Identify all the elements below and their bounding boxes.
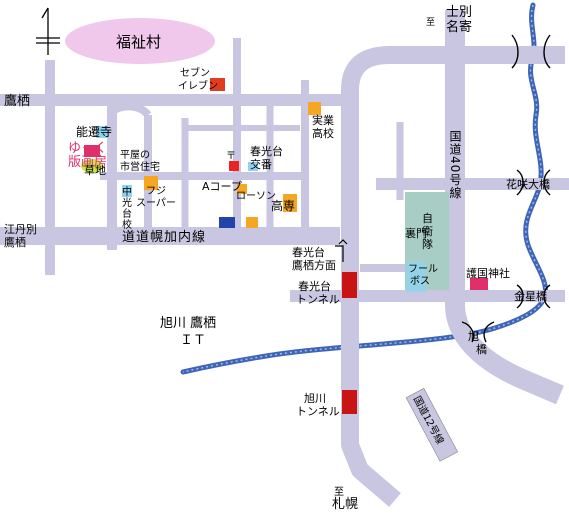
label-asahikawa-tunnel-1: 旭川 bbox=[304, 391, 326, 405]
fuji-marker bbox=[144, 176, 158, 190]
label-sapporo: 札幌 bbox=[332, 496, 358, 512]
label-seven-eleven-1: セブン bbox=[180, 66, 210, 79]
label-chuko-3: 台 bbox=[122, 207, 132, 220]
label-uramon: 裏門 bbox=[405, 226, 427, 240]
label-asahikawa-tunnel-2: トンネル bbox=[296, 405, 340, 418]
label-doudou-horo: 道道幌加内線 bbox=[122, 229, 206, 245]
label-pool-1: フール bbox=[408, 264, 438, 275]
label-gokoku: 護国神社 bbox=[466, 266, 510, 280]
label-asahikawa-takasu-2: ＩＴ bbox=[180, 333, 206, 348]
chuko-marker bbox=[122, 185, 132, 197]
lawson-marker-blue bbox=[219, 217, 235, 228]
label-chuko-1: 中 bbox=[122, 185, 132, 198]
label-lawson: ローソン bbox=[236, 191, 276, 202]
bridges bbox=[461, 34, 551, 343]
label-seven-eleven-2: イレブン bbox=[178, 79, 218, 92]
label-hiraya-1: 平屋の bbox=[120, 149, 150, 161]
label-pool-2: ボス bbox=[410, 275, 430, 287]
label-hanasaki-bashi: 花咲大橋 bbox=[506, 177, 550, 191]
label-jieitai-1: 自 bbox=[422, 212, 433, 225]
label-shunkodai-takasu-2: 鷹栖方面 bbox=[292, 258, 336, 272]
label-jitsugyo-2: 高校 bbox=[312, 126, 334, 140]
label-shunkodai-koban-2: 交番 bbox=[250, 157, 272, 171]
label-jieitai-3: 隊 bbox=[422, 237, 433, 251]
gokoku-marker bbox=[470, 278, 488, 290]
label-to-sapporo-prefix: 至 bbox=[334, 486, 344, 498]
lawson-marker-orange bbox=[246, 217, 258, 228]
label-fukushi-mura: 福祉村 bbox=[116, 33, 161, 51]
kosen-marker bbox=[283, 194, 297, 212]
label-asahi-bashi-1: 旭 bbox=[468, 329, 479, 343]
bridge-icon-hanasaki bbox=[516, 169, 551, 196]
bridge-icon-kinsei bbox=[516, 284, 551, 309]
asahikawa-tunnel-icon bbox=[342, 390, 357, 414]
road-lower-branch bbox=[350, 400, 420, 440]
label-nayoro: 名寄 bbox=[446, 19, 472, 35]
jitsugyo-marker bbox=[308, 102, 321, 115]
label-edanbetsu-1: 江丹別 bbox=[4, 223, 37, 236]
roads bbox=[0, 10, 569, 507]
shunkodai-tunnel-icon bbox=[342, 272, 357, 298]
label-jieitai-2: 衛 bbox=[422, 225, 433, 238]
label-fuji-2: スーパー bbox=[136, 197, 176, 209]
arrow-up-icon bbox=[335, 239, 348, 262]
label-national-40: 国道40号線 bbox=[448, 130, 462, 199]
label-chuko-4: 校 bbox=[122, 218, 132, 231]
label-noshoji: 能遷寺 bbox=[76, 125, 112, 139]
label-fuji-1: フジ bbox=[146, 186, 166, 197]
road-arc-north bbox=[341, 46, 565, 375]
label-kusachi: 草地 bbox=[84, 164, 106, 177]
kusachi-marker bbox=[81, 159, 103, 173]
label-yukku-2: 版画房 bbox=[68, 154, 107, 170]
noshoji-marker bbox=[96, 126, 108, 138]
label-asahi-bashi-2: 橋 bbox=[476, 342, 487, 356]
pool-area bbox=[406, 262, 426, 292]
label-shunkodai-takasu-1: 春光台 bbox=[292, 245, 325, 259]
north-arrow-icon bbox=[36, 7, 60, 55]
road-curve-west bbox=[109, 102, 152, 118]
label-yukku-1: ゆっく bbox=[68, 141, 107, 156]
label-shibetsu: 士別 bbox=[446, 5, 472, 20]
route-12-sign: 国道12号線 bbox=[405, 387, 459, 462]
label-takasu-left: 鷹栖 bbox=[4, 94, 30, 109]
label-shunkodai-tunnel-2: トンネル bbox=[296, 293, 340, 306]
label-edanbetsu-2: 鷹栖 bbox=[4, 235, 26, 249]
a-coop-marker bbox=[237, 184, 247, 194]
seven-eleven-marker bbox=[210, 78, 225, 91]
label-chuko-2: 光 bbox=[122, 196, 132, 209]
label-shunkodai-koban-1: 春光台 bbox=[250, 144, 283, 158]
label-jitsugyo-1: 実業 bbox=[312, 113, 334, 127]
label-kinsei-bashi: 金星橋 bbox=[514, 289, 547, 303]
fukushi-mura-blob bbox=[65, 18, 215, 64]
yukku-marker bbox=[84, 145, 100, 157]
label-hiraya-2: 市営住宅 bbox=[120, 160, 160, 173]
label-to-shibetsu-prefix: 至 bbox=[426, 17, 435, 28]
label-asahikawa-takasu-1: 旭川 鷹栖 bbox=[160, 316, 216, 331]
bridge-icon-north bbox=[511, 34, 551, 69]
post-office-marker bbox=[229, 161, 239, 171]
label-a-coop: Aコープ bbox=[202, 180, 242, 193]
bridge-icon-asahi bbox=[461, 321, 495, 343]
label-kosen: 高専 bbox=[271, 198, 295, 213]
road-national-40 bbox=[445, 10, 564, 405]
koban-marker bbox=[248, 162, 258, 171]
label-post-mark: 〒 bbox=[226, 151, 236, 162]
label-shunkodai-tunnel-1: 春光台 bbox=[298, 279, 331, 293]
